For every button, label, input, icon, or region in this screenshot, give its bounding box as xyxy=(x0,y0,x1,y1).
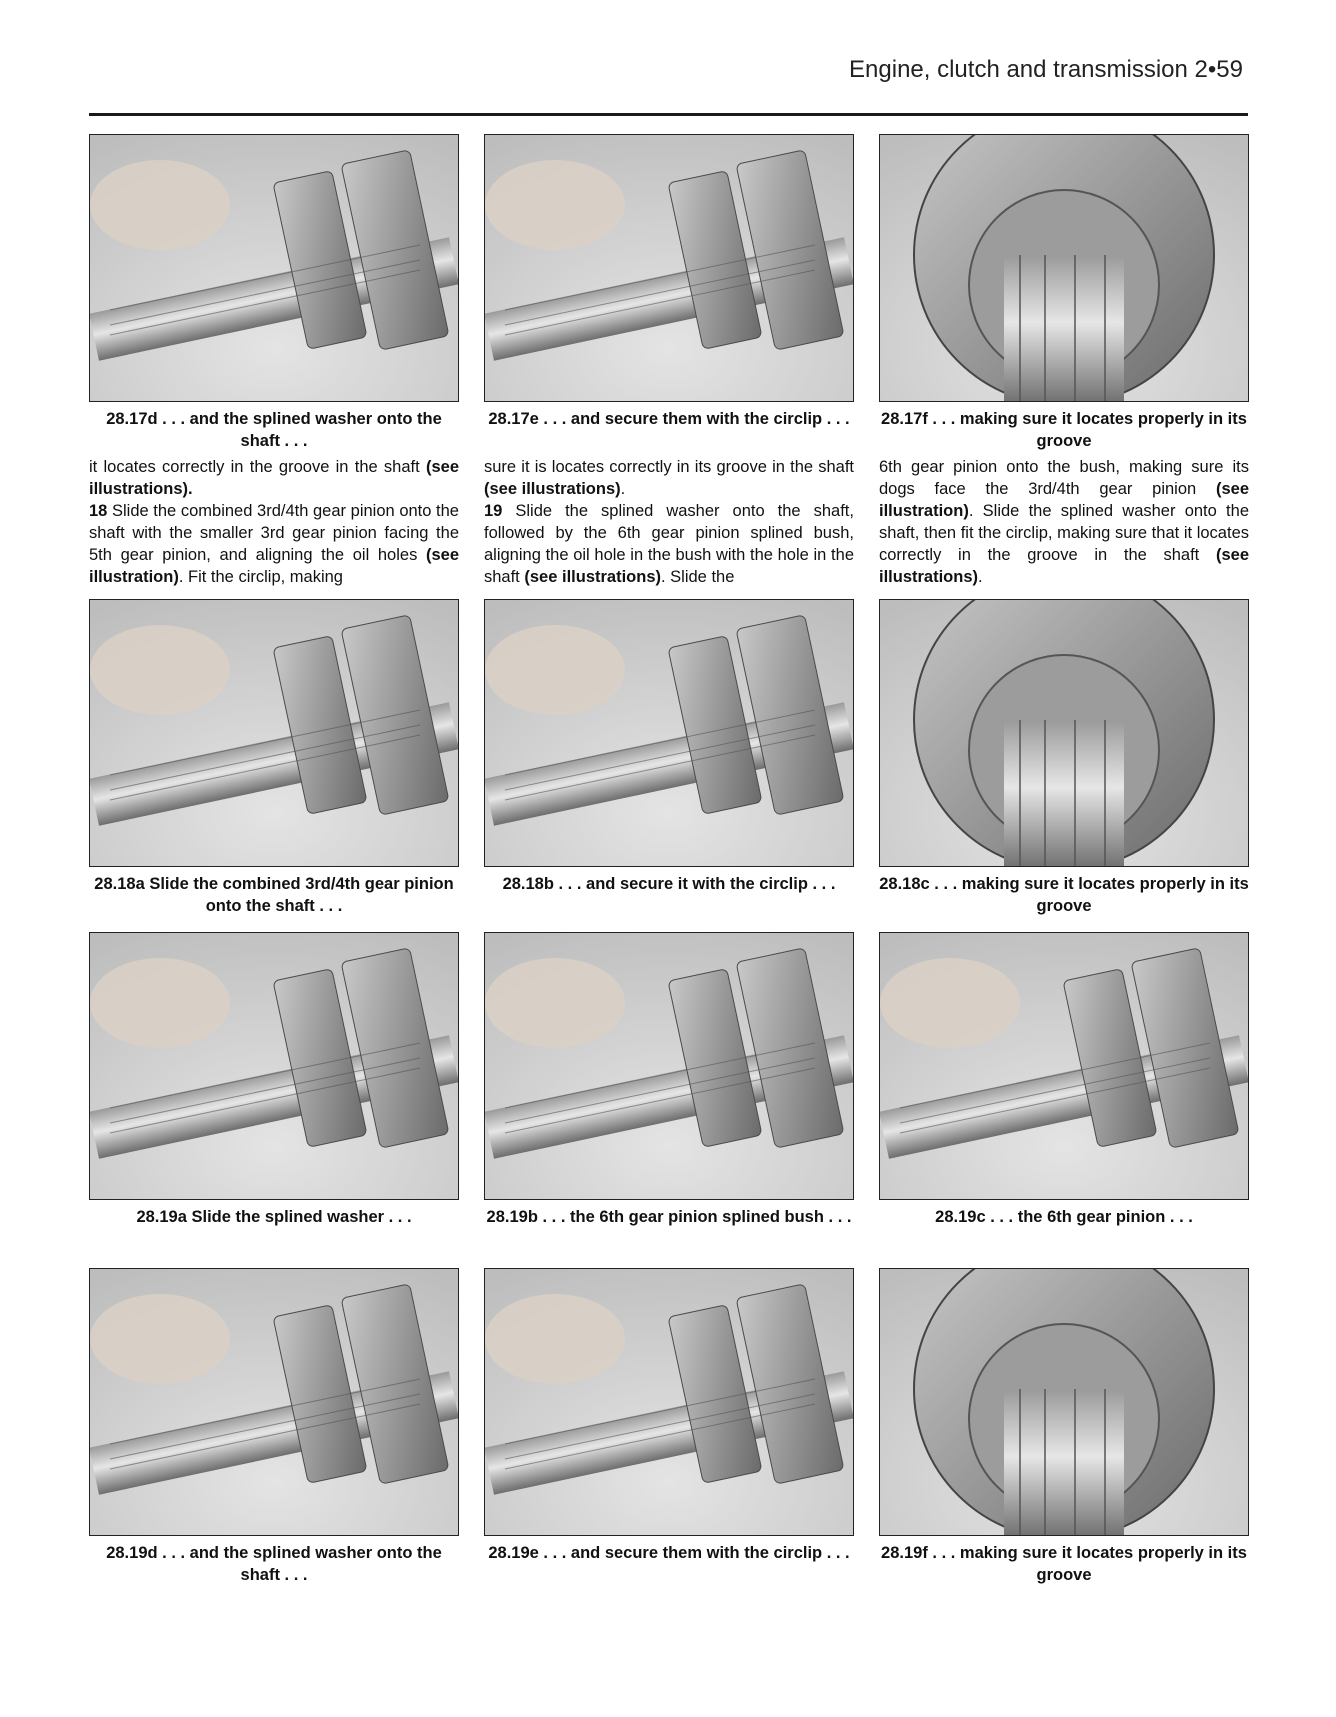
photo-28-19d xyxy=(89,1268,459,1536)
ref-see-illustrations: (see illustrations). xyxy=(89,458,459,498)
caption-28-18b: 28.18b . . . and secure it with the circ… xyxy=(502,875,836,893)
page-header-title: Engine, clutch and transmission 2•59 xyxy=(849,56,1243,83)
ref-see-illustrations: (see illustrations) xyxy=(879,546,1249,586)
step-19-text: Slide the splined washer onto the shaft,… xyxy=(484,502,854,586)
caption-28-19c: 28.19c . . . the 6th gear pinion . . . xyxy=(935,1208,1193,1226)
step-18-text: Slide the combined 3rd/4th gear pinion o… xyxy=(89,502,459,564)
body-text-col1: it locates correctly in the groove in th… xyxy=(89,456,459,588)
period: . xyxy=(620,480,626,498)
period: . xyxy=(978,568,983,586)
body-text-col2-line1: sure it is locates correctly in its groo… xyxy=(484,458,854,476)
caption-28-18a: 28.18a Slide the combined 3rd/4th gear p… xyxy=(94,875,454,915)
photo-28-19c xyxy=(879,932,1249,1200)
step-19-text-end: . Slide the xyxy=(661,568,735,586)
photo-28-17f xyxy=(879,134,1249,402)
caption-28-17f: 28.17f . . . making sure it locates prop… xyxy=(881,410,1247,450)
photo-28-17d xyxy=(89,134,459,402)
caption-28-17d: 28.17d . . . and the splined washer onto… xyxy=(106,410,442,450)
ref-see-illustrations: (see illustrations) xyxy=(484,480,621,498)
caption-28-19e: 28.19e . . . and secure them with the ci… xyxy=(488,1544,850,1562)
header-rule xyxy=(89,113,1248,116)
photo-28-17e xyxy=(484,134,854,402)
caption-28-19b: 28.19b . . . the 6th gear pinion splined… xyxy=(486,1208,852,1226)
photo-28-19e xyxy=(484,1268,854,1536)
photo-28-18b xyxy=(484,599,854,867)
ref-see-illustration: (see illustration) xyxy=(879,480,1249,520)
caption-28-19f: 28.19f . . . making sure it locates prop… xyxy=(881,1544,1247,1584)
ref-see-illustration: (see illustration) xyxy=(89,546,459,586)
photo-28-18a xyxy=(89,599,459,867)
step-number-19: 19 xyxy=(484,502,503,520)
photo-28-19f xyxy=(879,1268,1249,1536)
body-text-col2: sure it is locates correctly in its groo… xyxy=(484,456,854,588)
photo-28-19a xyxy=(89,932,459,1200)
body-text-col3-p2: . Slide the splined washer onto the shaf… xyxy=(879,502,1249,564)
step-number-18: 18 xyxy=(89,502,108,520)
body-text-col3-p1: 6th gear pinion onto the bush, making su… xyxy=(879,458,1249,498)
photo-28-19b xyxy=(484,932,854,1200)
ref-see-illustrations: (see illustrations) xyxy=(524,568,661,586)
caption-28-17e: 28.17e . . . and secure them with the ci… xyxy=(488,410,850,428)
caption-28-19a: 28.19a Slide the splined washer . . . xyxy=(136,1208,412,1226)
photo-28-18c xyxy=(879,599,1249,867)
body-text-col3: 6th gear pinion onto the bush, making su… xyxy=(879,456,1249,588)
body-text-col1-line1: it locates correctly in the groove in th… xyxy=(89,458,420,476)
caption-28-19d: 28.19d . . . and the splined washer onto… xyxy=(106,1544,442,1584)
caption-28-18c: 28.18c . . . making sure it locates prop… xyxy=(879,875,1249,915)
step-18-text-end: . Fit the circlip, making xyxy=(178,568,343,586)
